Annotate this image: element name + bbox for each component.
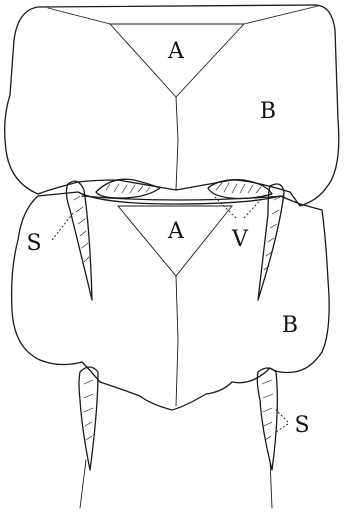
label-upper-a: A xyxy=(167,39,185,64)
seta-lower-left xyxy=(79,367,98,508)
leader-s-lower-2 xyxy=(276,424,288,432)
upper-midline xyxy=(176,97,178,190)
lower-midline xyxy=(176,276,178,406)
leader-s-left xyxy=(52,212,74,240)
leader-s-lower-1 xyxy=(276,410,288,422)
leader-v-right xyxy=(244,196,264,218)
seta-lower-right xyxy=(257,368,277,508)
upper-midline-to-top xyxy=(48,8,110,24)
label-seta-right: S xyxy=(294,413,309,438)
seta-upper-right xyxy=(258,184,284,300)
valve-stippling xyxy=(106,183,261,193)
label-lower-a: A xyxy=(167,219,185,244)
valve-right-lobe xyxy=(208,180,272,199)
seta-upper-left xyxy=(66,181,92,300)
upper-segment-outline xyxy=(5,5,339,206)
label-upper-b: B xyxy=(260,99,276,124)
label-valve: V xyxy=(231,227,249,252)
upper-midline-to-top-right xyxy=(244,6,318,24)
label-lower-b: B xyxy=(282,313,298,338)
label-seta-left: S xyxy=(26,231,41,256)
